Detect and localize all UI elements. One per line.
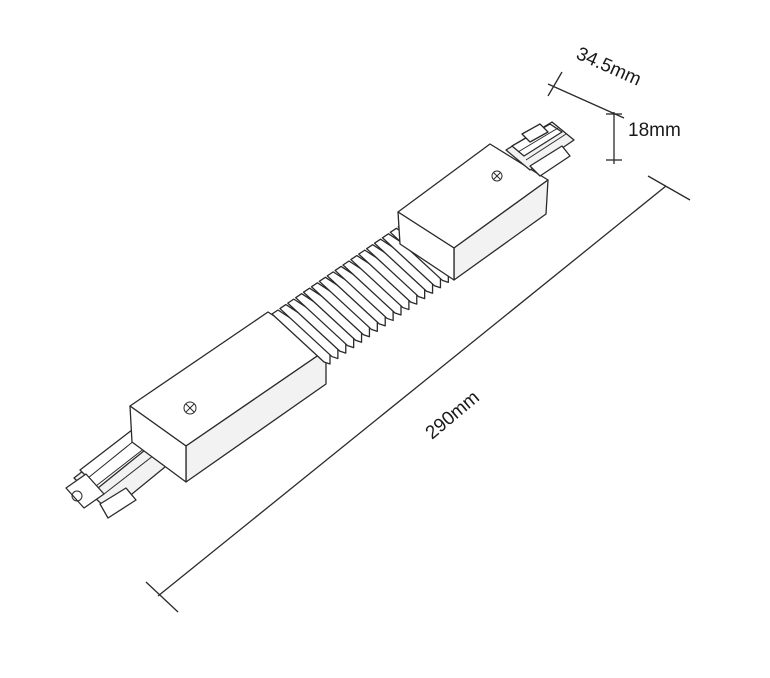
height-dimension: 18mm [606, 112, 681, 164]
screw-icon [491, 170, 503, 182]
height-dimension-label: 18mm [628, 120, 681, 141]
width-dimension: 34.5mm [547, 43, 644, 119]
flexible-connector [65, 121, 575, 519]
width-dimension-label: 34.5mm [573, 43, 644, 90]
length-dimension-label: 290mm [422, 387, 484, 444]
right-housing [397, 143, 549, 281]
screw-icon [183, 401, 197, 415]
right-track-end [505, 121, 575, 177]
